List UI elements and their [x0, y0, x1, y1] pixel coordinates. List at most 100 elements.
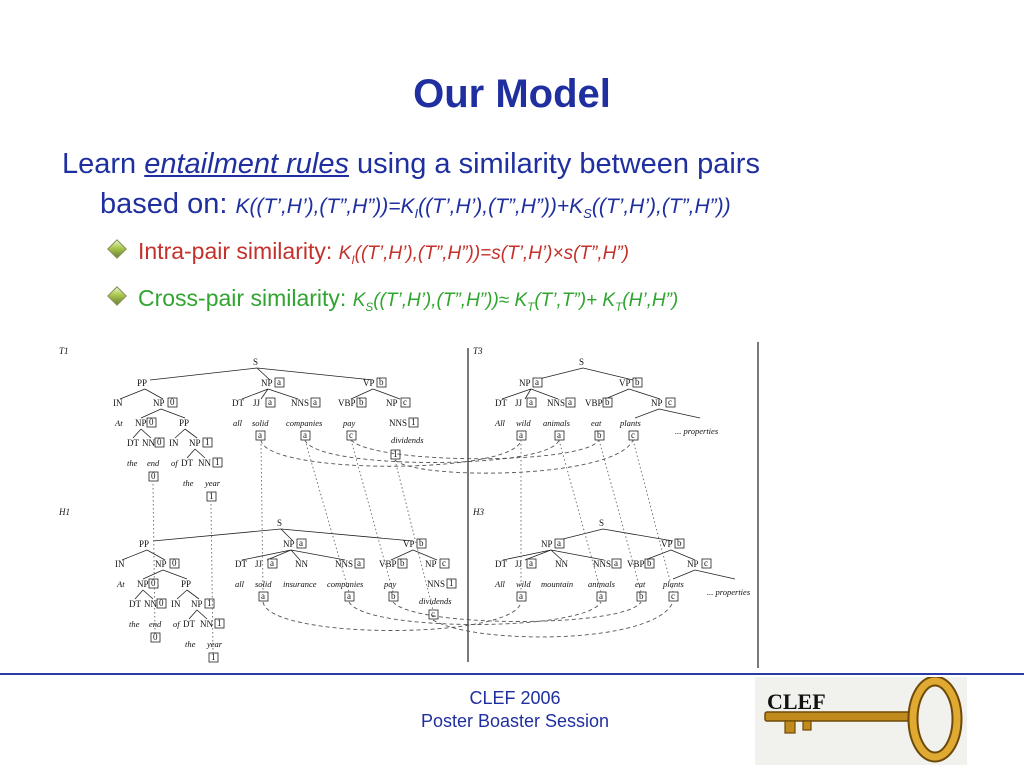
- svg-text:NP: NP: [541, 539, 553, 549]
- svg-text:c: c: [403, 397, 407, 407]
- svg-text:animals: animals: [543, 418, 571, 428]
- tree-t3: S NP a VP b DT JJ a NNS a VBP b NP c All…: [494, 357, 719, 441]
- svg-text:a: a: [519, 430, 523, 440]
- svg-text:solid: solid: [252, 418, 269, 428]
- main-bullet-suffix: using a similarity between pairs: [348, 148, 760, 180]
- svg-text:a: a: [258, 430, 262, 440]
- svg-text:end: end: [147, 458, 160, 468]
- svg-text:PP: PP: [137, 378, 147, 388]
- main-bullet-line2-prefix: based on:: [100, 188, 236, 220]
- svg-text:b: b: [419, 538, 424, 548]
- t3-root: S: [579, 357, 584, 367]
- svg-text:a: a: [357, 558, 361, 568]
- cross-formula-sub-t2: T: [615, 300, 623, 314]
- svg-text:DT: DT: [232, 398, 244, 408]
- cross-formula-sub-s: S: [365, 300, 374, 314]
- svg-text:IN: IN: [113, 398, 123, 408]
- svg-text:of: of: [173, 619, 181, 629]
- svg-text:0: 0: [159, 598, 164, 608]
- svg-text:pay: pay: [383, 579, 397, 589]
- svg-text:1: 1: [393, 449, 398, 459]
- svg-text:NN: NN: [555, 559, 568, 569]
- footer: CLEF 2006 Poster Boaster Session: [390, 687, 640, 733]
- intra-formula-a: K: [338, 243, 352, 264]
- svg-text:1: 1: [205, 437, 210, 447]
- intra-pair-formula: KI((T’,H’),(T”,H”))=s(T’,H’)×s(T”,H”): [338, 243, 629, 267]
- svg-text:eat: eat: [635, 579, 646, 589]
- svg-text:0: 0: [153, 632, 158, 642]
- svg-text:b: b: [677, 538, 682, 548]
- cross-pair-label: Cross-pair similarity:: [138, 285, 353, 311]
- svg-text:NN: NN: [295, 559, 308, 569]
- svg-text:a: a: [313, 397, 317, 407]
- svg-text:VP: VP: [363, 378, 375, 388]
- svg-text:mountain: mountain: [541, 579, 573, 589]
- tree-t1: S PP NP a VP b IN NP 0 DT JJ a NNS a VBP…: [113, 357, 424, 502]
- svg-text:b: b: [391, 591, 396, 601]
- svg-text:a: a: [614, 558, 618, 568]
- svg-text:year: year: [206, 639, 223, 649]
- svg-text:b: b: [400, 558, 405, 568]
- svg-text:NP: NP: [519, 378, 531, 388]
- svg-text:NN: NN: [144, 599, 157, 609]
- cross-formula-d: (H’,H”): [622, 290, 679, 311]
- svg-text:VBP: VBP: [338, 398, 356, 408]
- svg-text:a: a: [277, 377, 281, 387]
- label-t3: T3: [473, 346, 483, 356]
- svg-text:NN: NN: [198, 458, 211, 468]
- svg-text:DT: DT: [181, 458, 193, 468]
- svg-text:a: a: [261, 591, 265, 601]
- svg-text:0: 0: [170, 397, 175, 407]
- svg-text:NP: NP: [425, 559, 437, 569]
- svg-text:NNS: NNS: [593, 559, 611, 569]
- svg-text:c: c: [704, 558, 708, 568]
- svg-text:At: At: [114, 418, 123, 428]
- svg-text:a: a: [299, 538, 303, 548]
- svg-text:NN: NN: [200, 619, 213, 629]
- cross-pair-links-top: [260, 439, 634, 474]
- svg-text:IN: IN: [169, 438, 179, 448]
- svg-text:plants: plants: [662, 579, 684, 589]
- svg-text:c: c: [668, 397, 672, 407]
- label-t1: T1: [59, 346, 69, 356]
- main-bullet-prefix: Learn: [62, 148, 145, 180]
- formula-part-c: ((T’,H’),(T”,H”)): [591, 195, 731, 218]
- svg-text:JJ: JJ: [515, 398, 523, 408]
- label-h3: H3: [472, 507, 484, 517]
- svg-text:PP: PP: [179, 418, 189, 428]
- svg-text:NNS: NNS: [547, 398, 565, 408]
- svg-text:c: c: [349, 430, 353, 440]
- main-bullet-line2: based on: K((T’,H’),(T”,H”))=KI((T’,H’),…: [62, 184, 992, 234]
- svg-text:the: the: [185, 639, 196, 649]
- svg-text:JJ: JJ: [253, 398, 261, 408]
- svg-text:dividends: dividends: [419, 596, 452, 606]
- formula-part-b: ((T’,H’),(T”,H”))+K: [418, 195, 584, 218]
- svg-text:DT: DT: [495, 559, 507, 569]
- svg-text:a: a: [347, 591, 351, 601]
- svg-text:b: b: [639, 591, 644, 601]
- svg-text:a: a: [535, 377, 539, 387]
- svg-text:1: 1: [207, 598, 212, 608]
- clef-logo-text: CLEF: [767, 689, 826, 714]
- svg-text:DT: DT: [235, 559, 247, 569]
- h1-root: S: [277, 518, 282, 528]
- h3-root: S: [599, 518, 604, 528]
- svg-text:a: a: [519, 591, 523, 601]
- svg-text:c: c: [442, 558, 446, 568]
- formula-sub-i: I: [414, 206, 419, 222]
- svg-text:a: a: [599, 591, 603, 601]
- intra-pair-label: Intra-pair similarity:: [138, 238, 339, 264]
- svg-text:insurance: insurance: [283, 579, 317, 589]
- svg-text:eat: eat: [591, 418, 602, 428]
- svg-text:NP: NP: [651, 398, 663, 408]
- cross-pair-formula: KS((T’,H’),(T”,H”))≈ KT(T’,T”)+ KT(H’,H”…: [353, 290, 679, 314]
- svg-text:all: all: [235, 579, 245, 589]
- svg-text:a: a: [303, 430, 307, 440]
- svg-text:At: At: [116, 579, 125, 589]
- svg-text:b: b: [605, 397, 610, 407]
- label-h1: H1: [58, 507, 70, 517]
- cross-formula-b: ((T’,H’),(T”,H”))≈ K: [373, 290, 528, 311]
- svg-text:0: 0: [151, 578, 156, 588]
- svg-text:... properties: ... properties: [707, 587, 751, 597]
- svg-text:... properties: ... properties: [675, 426, 719, 436]
